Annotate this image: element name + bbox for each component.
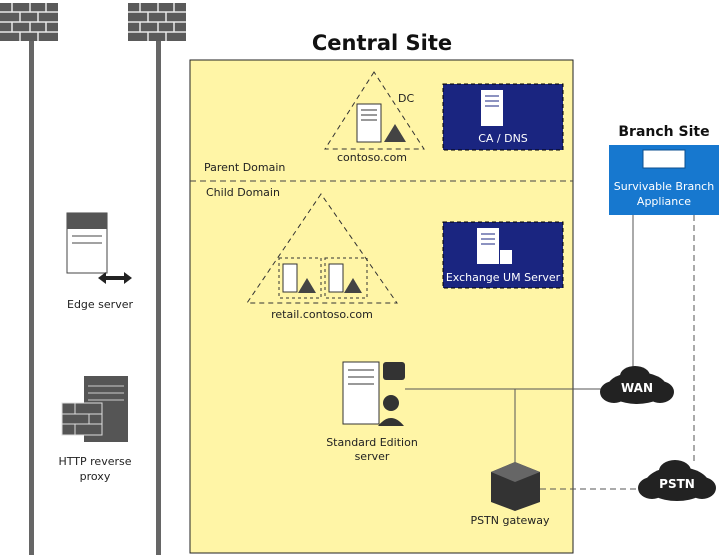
child-domain-triangle [246, 193, 398, 304]
sba-label-2: Appliance [637, 195, 691, 208]
standard-edition-server-icon [342, 361, 405, 426]
edge-server-label: Edge server [67, 298, 133, 311]
wan-label: WAN [621, 381, 653, 395]
standard-edition-label-1: Standard Edition [326, 436, 418, 449]
edge-server-icon [66, 212, 132, 284]
sba-device-icon [642, 149, 686, 169]
child-domain-label: Child Domain [206, 186, 280, 199]
left-firewall-pole [0, 3, 58, 555]
wan-cloud [600, 366, 674, 404]
http-proxy-label-1: HTTP reverse [59, 455, 132, 468]
central-site-title: Central Site [312, 31, 452, 55]
connection-lines [405, 215, 695, 490]
parent-domain-label: Parent Domain [204, 161, 285, 174]
ca-dns-server-icon [481, 90, 503, 126]
pstn-cloud-label: PSTN [659, 477, 695, 491]
child-dc-icon-1 [282, 263, 316, 293]
retail-label: retail.contoso.com [271, 308, 373, 321]
branch-site-title: Branch Site [618, 124, 709, 140]
domain-controller-icon [356, 103, 406, 143]
child-dc-box-1 [278, 257, 322, 299]
pstn-gateway-label: PSTN gateway [470, 514, 550, 527]
http-proxy-label-2: proxy [80, 470, 111, 483]
standard-edition-label-2: server [355, 450, 390, 463]
right-firewall-pole [128, 3, 186, 555]
parent-domain-triangle [324, 71, 425, 150]
child-dc-icon-2 [328, 263, 362, 293]
sba-label-1: Survivable Branch [614, 180, 714, 193]
child-dc-box-2 [324, 257, 368, 299]
ca-dns-label: CA / DNS [478, 132, 528, 145]
exchange-server-icon [477, 228, 512, 264]
http-reverse-proxy-icon [61, 376, 128, 442]
pstn-cloud [638, 460, 716, 501]
dc-label: DC [398, 92, 414, 105]
contoso-label: contoso.com [337, 151, 407, 164]
pstn-gateway-icon [491, 462, 540, 511]
exchange-label: Exchange UM Server [446, 271, 561, 284]
